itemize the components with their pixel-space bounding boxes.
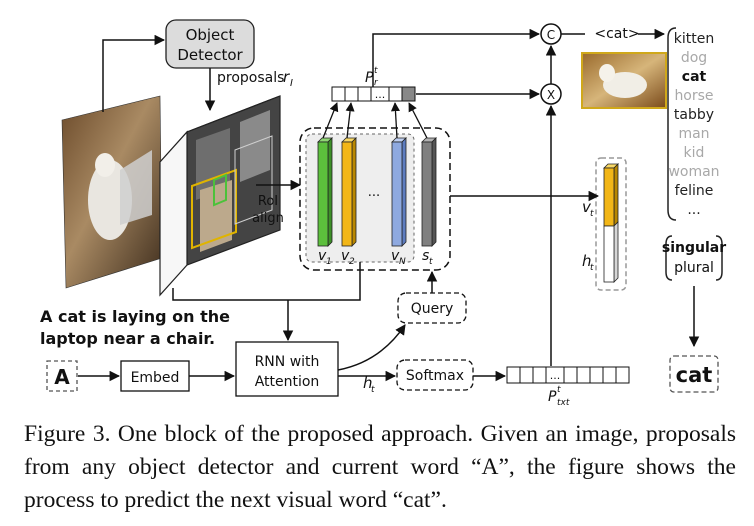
rnn-label-line1: RNN with bbox=[255, 354, 320, 370]
ptxt-vector-ellipsis: ... bbox=[550, 369, 561, 382]
ht-label-bottom: h t bbox=[363, 374, 375, 395]
proposal-box-green bbox=[213, 173, 227, 207]
label-vn: v bbox=[391, 248, 400, 264]
pr-vector: ... bbox=[331, 86, 416, 102]
ht-vector-label-sub: t bbox=[590, 263, 594, 273]
output-word-text: cat bbox=[676, 363, 713, 387]
ht-column bbox=[603, 221, 619, 283]
label-vn-sub: N bbox=[399, 257, 406, 267]
pr-vector-ellipsis: ... bbox=[375, 88, 386, 101]
proposals-label: proposals r I bbox=[217, 68, 293, 89]
pr-label-sub: r bbox=[374, 78, 379, 88]
feature-column-v2 bbox=[341, 137, 357, 247]
roi-align-line2: align bbox=[252, 211, 284, 226]
label-v1: v bbox=[318, 248, 327, 264]
word-list-bracket bbox=[667, 27, 677, 221]
output-word-box bbox=[669, 355, 719, 393]
feature-labels: v 1 v 2 v N s t bbox=[318, 248, 433, 267]
ht-label-vector: h t bbox=[582, 252, 594, 273]
label-v2: v bbox=[341, 248, 350, 264]
combine-c-label: C bbox=[547, 28, 555, 42]
label-st: s bbox=[422, 248, 429, 264]
ptxt-label: P t txt bbox=[548, 385, 570, 408]
vt-label-main: v bbox=[582, 198, 592, 216]
word-list-item: man bbox=[678, 126, 709, 142]
proposals-symbol: r bbox=[283, 68, 290, 86]
figure-caption: Figure 3. One block of the proposed appr… bbox=[24, 421, 736, 513]
singular-plural-bracket-right bbox=[715, 235, 723, 281]
word-list: kitten dog cat horse tabby man kid woman feline.… bbox=[668, 31, 719, 218]
input-word-box bbox=[46, 360, 78, 392]
pr-label-sup: t bbox=[374, 66, 378, 76]
line-featuremap-to-rnn bbox=[172, 262, 361, 301]
word-list-item: cat bbox=[682, 69, 707, 85]
arrow-rnn-to-query bbox=[337, 324, 406, 371]
arrows-features-to-pr bbox=[322, 102, 428, 139]
ht-bottom-label-main: h bbox=[363, 374, 373, 392]
input-image bbox=[61, 95, 163, 289]
singular-label: singular bbox=[662, 240, 726, 256]
cat-token-label: <cat> bbox=[594, 26, 639, 42]
detector-label-line1: Object bbox=[186, 26, 235, 44]
feature-group-outer bbox=[299, 127, 451, 271]
detector-label-line2: Detector bbox=[177, 46, 243, 64]
object-detector-box: Object Detector bbox=[165, 19, 255, 69]
feature-map-block bbox=[159, 95, 281, 297]
vt-column bbox=[603, 163, 619, 227]
softmax-label: Softmax bbox=[406, 368, 464, 384]
arrow-image-to-detector bbox=[102, 34, 166, 112]
combine-x-label: X bbox=[547, 88, 555, 102]
plural-label: plural bbox=[674, 260, 714, 276]
cat-region-thumbnail bbox=[581, 52, 667, 109]
word-list-item: ... bbox=[687, 202, 700, 218]
ptxt-label-main: P bbox=[548, 389, 557, 405]
query-label: Query bbox=[411, 301, 454, 317]
label-st-sub: t bbox=[429, 257, 433, 267]
proposals-subscript: I bbox=[290, 78, 293, 89]
pr-label-main: P bbox=[365, 70, 374, 86]
ptxt-label-sub: txt bbox=[557, 398, 570, 408]
image-caption-line2: laptop near a chair. bbox=[40, 329, 215, 348]
word-list-item: woman bbox=[668, 164, 719, 180]
rnn-box bbox=[235, 341, 339, 397]
ptxt-label-sup: t bbox=[557, 385, 561, 395]
input-word-text: A bbox=[54, 365, 70, 389]
feature-column-v1 bbox=[317, 137, 333, 247]
singular-plural-bracket-left bbox=[665, 235, 673, 281]
roi-align-label: RoI align bbox=[252, 194, 284, 226]
feature-column-vn bbox=[391, 137, 407, 247]
word-list-item: kitten bbox=[674, 31, 714, 47]
word-list-item: feline bbox=[675, 183, 714, 199]
vt-ht-dashed-box bbox=[595, 157, 627, 291]
image-caption-line1: A cat is laying on the bbox=[40, 307, 230, 326]
ptxt-vector: ... bbox=[506, 366, 630, 384]
vt-label: v t bbox=[582, 198, 594, 219]
softmax-box bbox=[396, 359, 474, 391]
proposals-label-text: proposals bbox=[217, 70, 284, 86]
feature-column-st bbox=[421, 137, 437, 247]
feature-columns-ellipsis: ... bbox=[368, 185, 380, 200]
word-list-item: kid bbox=[684, 145, 705, 161]
word-list-item: tabby bbox=[674, 107, 714, 123]
ht-vector-label-main: h bbox=[582, 252, 592, 270]
proposal-box-yellow bbox=[191, 168, 237, 250]
roi-align-line1: RoI bbox=[258, 194, 278, 209]
word-list-item: horse bbox=[674, 88, 713, 104]
word-list-item: dog bbox=[681, 50, 707, 66]
embed-label: Embed bbox=[131, 370, 180, 386]
pr-label: P t r bbox=[365, 66, 379, 88]
vt-label-sub: t bbox=[590, 209, 594, 219]
arrow-pr-to-c bbox=[372, 28, 541, 87]
ht-bottom-label-sub: t bbox=[371, 385, 375, 395]
rnn-label-line2: Attention bbox=[255, 374, 320, 390]
label-v1-sub: 1 bbox=[326, 257, 332, 267]
label-v2-sub: 2 bbox=[349, 257, 355, 267]
